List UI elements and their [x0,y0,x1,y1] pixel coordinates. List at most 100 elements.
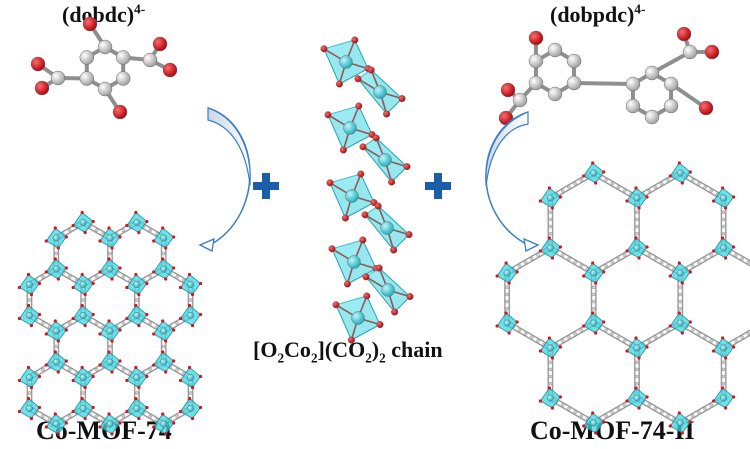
oxygen-atom [388,178,396,186]
linker-atom [67,228,72,233]
oxygen-atom [172,328,176,332]
cobalt-atom [347,255,361,269]
oxygen-atom [53,319,57,323]
linker-atom [678,292,683,297]
oxygen-atom [34,80,50,96]
carbon-atom [142,52,158,68]
carbon-atom [566,75,582,91]
oxygen-atom [668,324,672,328]
oxygen-atom [538,199,542,203]
linker-atom [567,185,571,190]
linker-atom [678,299,683,304]
linker-atom [591,306,596,311]
polyhedron-face [365,206,387,228]
oxygen-atom [145,312,149,317]
oxygen-atom [634,336,638,340]
oxygen-atom [383,110,391,118]
curved-arrow-left [198,107,251,252]
oxygen-atom [110,246,114,250]
oxygen-atom [324,111,332,119]
linker-strut [681,170,726,197]
cobalt-atom [351,311,365,325]
oxygen-atom [712,199,716,203]
linker-atom [560,189,565,193]
oxygen-atom [17,409,22,414]
linker-atom [635,360,639,365]
linker-atom [517,264,522,268]
linker-atom [505,299,509,304]
linker-atom [108,251,112,256]
linker-atom [67,414,72,419]
linker-atom [709,339,714,343]
cobalt-atom [79,405,87,412]
oxygen-atom [44,425,48,429]
oxygen-atom [602,320,606,324]
cobalt-atom [590,269,598,277]
oxygen-atom [29,323,34,328]
linker-atom [548,367,553,372]
oxygen-atom [347,336,355,344]
oxygen-atom [190,385,195,390]
linker-atom [635,224,639,229]
dobpdc-molecule [498,26,720,126]
linker-atom [517,328,522,332]
oxygen-atom [341,214,349,222]
oxygen-atom [688,320,692,324]
linker-atom [709,189,714,193]
oxygen-atom [680,181,684,185]
linker-atom [610,260,615,265]
oxygen-atom [178,285,183,290]
oxygen-atom [732,195,736,199]
oxygen-atom [721,336,725,340]
linker-atom [27,298,32,302]
oxygen-atom [118,328,122,332]
linker-atom [67,321,72,326]
oxygen-atom [326,179,334,187]
oxygen-atom [110,277,114,281]
oxygen-atom [26,303,31,308]
linker-atom [573,260,577,265]
oxygen-atom [145,219,149,224]
linker-atom [591,292,596,297]
linker-strut [507,320,552,347]
oxygen-atom [107,412,111,416]
linker-atom [54,251,59,256]
oxygen-atom [71,223,75,228]
oxygen-atom [668,424,672,428]
linker-strut [635,249,680,276]
oxygen-atom [698,100,714,116]
co-mof-74-framework [17,210,203,436]
linker-atom [161,344,166,349]
linker-atom [591,299,596,304]
linker-strut [722,249,750,267]
oxygen-atom [724,206,728,210]
oxygen-atom [361,211,369,219]
cobalt-atom [546,394,554,402]
oxygen-atom [645,345,649,349]
cobalt-atom [133,312,141,319]
linker-strut [594,170,639,197]
oxygen-atom [625,399,629,403]
cobalt-atom [633,344,641,352]
cobalt-atom [106,234,114,242]
oxygen-atom [83,416,87,421]
cobalt-atom [52,420,60,428]
oxygen-atom [538,399,542,403]
linker-atom [121,414,126,419]
linker-atom [604,264,608,268]
linker-atom [690,264,695,268]
oxygen-atom [362,273,370,281]
cobalt-atom [378,153,392,167]
oxygen-atom [375,264,383,272]
oxygen-atom [98,239,102,243]
oxygen-atom [634,186,638,190]
linker-atom [697,331,701,336]
linker-atom [579,328,584,332]
linker-atom [616,406,621,411]
polyhedron-face [363,138,385,160]
cobalt-atom [26,374,33,381]
chain-text-4: ) [371,337,380,362]
carbon-atom [644,65,660,81]
carbon-atom [512,92,528,108]
oxygen-atom [591,411,595,415]
